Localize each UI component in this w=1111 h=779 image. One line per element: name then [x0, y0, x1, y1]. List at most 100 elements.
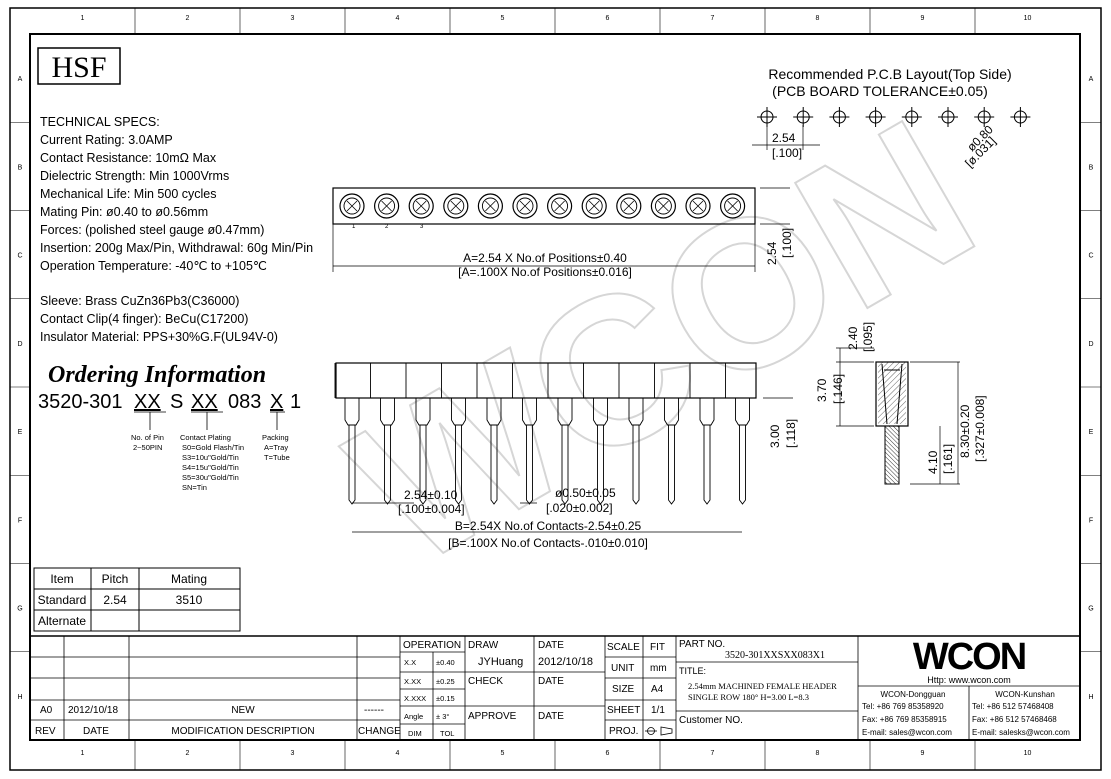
zone-col-label: 1	[81, 15, 85, 22]
draw-label: DRAW	[468, 640, 499, 651]
legend-packing-item: A=Tray	[264, 443, 288, 452]
zone-row-label: G	[1088, 606, 1093, 613]
zone-row-label: H	[1088, 694, 1093, 701]
socket-clip	[588, 200, 600, 212]
pin-shoulder	[415, 398, 431, 426]
scale-value: FIT	[650, 642, 665, 653]
pin-shoulder	[451, 398, 466, 426]
dim-300-in: [.118]	[784, 419, 798, 448]
legend-plating-item: S0=Gold Flash/Tin	[182, 443, 244, 452]
socket-clip	[381, 200, 392, 212]
pin-tail	[419, 425, 427, 505]
pcb-pitch: 2.54	[772, 131, 796, 145]
material-line: Insulator Material: PPS+30%G.F(UL94V-0)	[40, 330, 278, 344]
pin-shoulder	[593, 398, 608, 426]
tol-label: X.XXX	[404, 694, 426, 703]
front-view: 3.00 [.118] 2.54±0.10 [.100±0.004] ø0.50…	[334, 362, 798, 550]
code-s: S	[170, 391, 183, 413]
contact-kunshan: WCON-Kunshan	[995, 690, 1055, 699]
zone-col-label: 3	[291, 750, 295, 757]
pin-shoulder	[486, 398, 502, 426]
table-cell: 2.54	[103, 593, 127, 607]
ordering-title: Ordering Information	[48, 362, 266, 388]
pin-tail	[668, 425, 675, 505]
socket-outer	[408, 193, 434, 219]
legend-packing-item: T=Tube	[264, 453, 290, 462]
dim-pitch: 2.54±0.10	[404, 488, 458, 502]
tol-value: ±0.15	[436, 694, 455, 703]
legend-plating: Contact Plating	[180, 433, 231, 442]
pin-num: 1	[352, 224, 356, 230]
ordering-legend: No. of Pin 2~50PIN Contact Plating S0=Go…	[131, 433, 290, 492]
socket-clip	[450, 200, 462, 212]
tol-label: X.XX	[404, 677, 421, 686]
tol-label: X.X	[404, 658, 416, 667]
tol-label: DIM	[408, 729, 422, 738]
rev-header: MODIFICATION DESCRIPTION	[171, 726, 314, 737]
legend-packing: Packing	[262, 433, 289, 442]
zone-row-label: A	[18, 76, 23, 83]
zone-col-label: 9	[921, 750, 925, 757]
sheet-label: SHEET	[607, 705, 640, 716]
pcb-holes	[757, 107, 1031, 127]
dim-b: B=2.54X No.of Contacts-2.54±0.25	[455, 519, 642, 533]
dim-240-in: [.095]	[861, 322, 875, 352]
zone-col-label: 4	[396, 750, 400, 757]
socket-outer	[685, 193, 711, 219]
tol-value: ±0.25	[436, 677, 455, 686]
zone-row-label: B	[18, 164, 23, 171]
dim-410: 4.10	[926, 450, 940, 474]
socket-clip	[658, 200, 669, 212]
zone-col-label: 2	[186, 750, 190, 757]
rev-desc: NEW	[231, 705, 255, 716]
pcb-pitch-in: [.100]	[772, 146, 802, 160]
socket-outer	[650, 193, 677, 219]
zone-col-label: 6	[606, 15, 610, 22]
tol-label: Angle	[404, 712, 423, 721]
legend-plating-item: SN=Tin	[182, 483, 207, 492]
zone-row-label: A	[1089, 76, 1094, 83]
code-pins: XX	[134, 391, 161, 413]
outer-frame	[9, 7, 1102, 771]
zone-col-label: 2	[186, 15, 190, 22]
socket-inner	[689, 197, 707, 215]
rev-value: A0	[40, 705, 53, 716]
pin-tail	[348, 425, 356, 505]
legend-plating-item: S4=15u"Gold/Tin	[182, 463, 239, 472]
check-label: CHECK	[468, 676, 503, 687]
pin-tail	[739, 425, 746, 505]
table-cell: Alternate	[38, 614, 86, 628]
zone-col-label: 3	[291, 15, 295, 22]
contact-line: Tel: +86 769 85358920	[862, 702, 944, 711]
zone-row-label: F	[1089, 517, 1093, 524]
table-header: Pitch	[102, 572, 129, 586]
zone-row-label: B	[1089, 164, 1094, 171]
date-label: DATE	[538, 711, 564, 722]
socket-inner	[620, 197, 638, 215]
socket-inner	[724, 197, 742, 215]
pin-shoulder	[380, 398, 395, 426]
legend-pin-range: 2~50PIN	[133, 443, 162, 452]
website: Http: www.wcon.com	[927, 675, 1011, 685]
zone-col-label: 7	[711, 15, 715, 22]
zone-col-label: 5	[501, 750, 505, 757]
code-packing: X	[270, 391, 283, 413]
dim-pitch-in: [.100±0.004]	[398, 502, 465, 516]
contact-line: Tel: +86 512 57468408	[972, 702, 1054, 711]
socket-outer	[546, 193, 573, 219]
drawing-title: 2.54mm MACHINED FEMALE HEADER	[688, 681, 837, 691]
zone-row-label: E	[1089, 429, 1094, 436]
tol-value: ± 3°	[436, 712, 449, 721]
pin-tail	[490, 425, 498, 505]
dim-height: 2.54	[765, 241, 779, 265]
table-header: Mating	[171, 572, 207, 586]
zone-row-label: C	[17, 253, 22, 260]
zone-row-label: D	[17, 341, 22, 348]
spec-line: Dielectric Strength: Min 1000Vrms	[40, 169, 229, 183]
zone-col-label: 8	[816, 15, 820, 22]
code-plating: XX	[191, 391, 218, 413]
rev-header: REV	[35, 726, 56, 737]
wcon-logo: WCON	[913, 636, 1025, 678]
dim-height-in: [.100]	[780, 228, 794, 258]
date-value: 2012/10/18	[538, 656, 593, 668]
